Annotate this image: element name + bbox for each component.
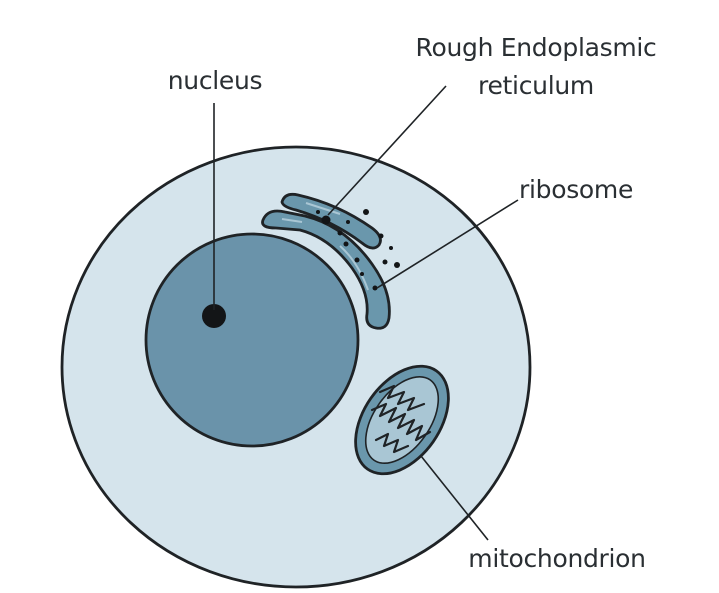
ribosome-dot: [389, 246, 393, 250]
label-rough-er-line2: reticulum: [478, 71, 594, 100]
label-nucleus: nucleus: [168, 66, 263, 95]
ribosome-dot: [354, 257, 360, 263]
ribosome-dot: [363, 209, 369, 215]
ribosome-dot: [343, 241, 349, 247]
ribosome-dot: [382, 259, 388, 265]
mitochondrion-cristae: [378, 384, 426, 412]
nucleolus-dot: [202, 304, 226, 328]
er-lumen-line: [281, 218, 303, 223]
ribosomes: [316, 209, 400, 291]
label-mitochondrion: mitochondrion: [468, 544, 645, 573]
label-rough-er-line1: Rough Endoplasmic: [416, 33, 657, 62]
mitochondrion-cristae: [370, 402, 432, 442]
ribosome-dot: [378, 233, 384, 239]
er-lumen-line: [305, 202, 341, 215]
er-cisterna-inner: [280, 192, 382, 250]
mitochondrion: [354, 364, 450, 476]
leader-mitochondrion: [420, 455, 489, 541]
er-lumen-line: [339, 245, 369, 291]
er-cisterna-outer: [261, 209, 391, 330]
rough-er: [261, 192, 391, 330]
leader-rough-er: [327, 85, 447, 216]
ribosome-dot: [316, 210, 320, 214]
mitochondrion-cristae: [374, 432, 410, 454]
ribosome-dot: [372, 285, 378, 291]
label-ribosome: ribosome: [519, 175, 633, 204]
leader-ribosome: [376, 199, 519, 289]
ribosome-dot: [337, 230, 343, 236]
ribosome-dot: [321, 215, 331, 225]
ribosome-dot: [346, 220, 350, 224]
nucleus-body: [144, 232, 360, 448]
ribosome-dot: [360, 272, 364, 276]
ribosome-dot: [394, 262, 400, 268]
